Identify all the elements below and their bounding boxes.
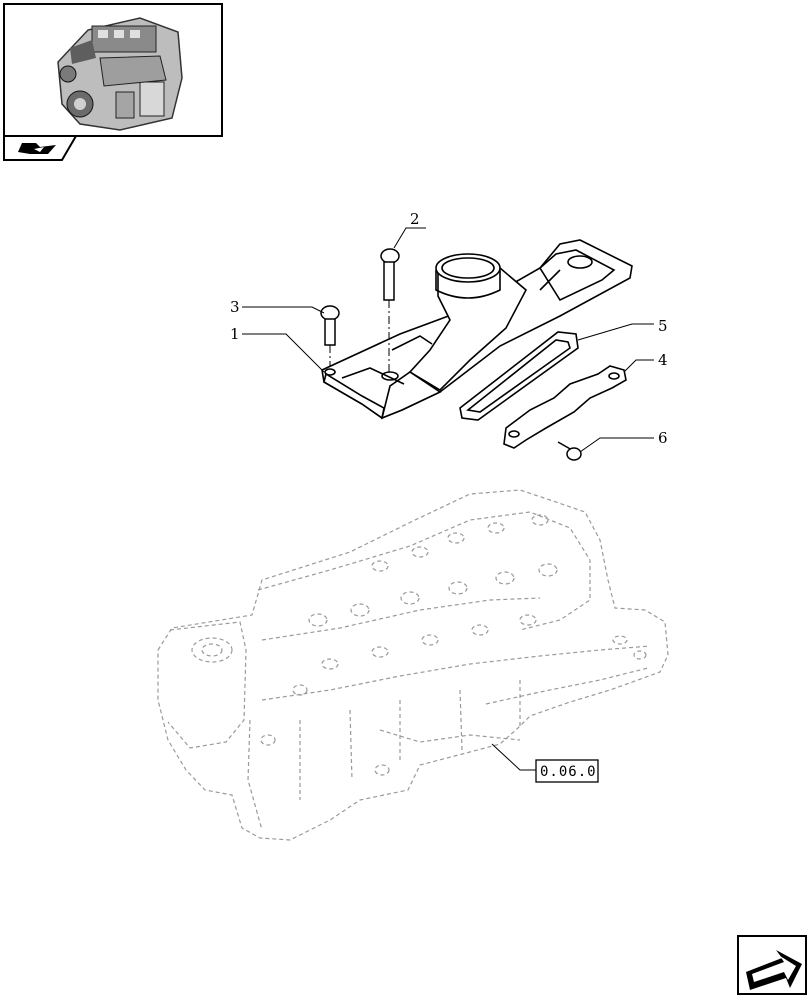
- callout-4: 4: [658, 351, 668, 369]
- callout-labels: 1 2 3 4 5 6: [230, 210, 668, 447]
- reference-label: 0.06.0: [540, 764, 597, 780]
- next-page-arrow-icon: [746, 950, 802, 990]
- previous-page-tab[interactable]: [3, 135, 78, 161]
- cylinder-head-ghost: [157, 489, 669, 841]
- callout-1: 1: [230, 325, 240, 343]
- next-page-button[interactable]: [737, 935, 807, 995]
- assembly-axis-lines: [329, 300, 390, 372]
- back-arrow-icon: [18, 143, 56, 154]
- intake-manifold-part-1: [321, 239, 633, 420]
- gasket-part-5: [459, 331, 579, 421]
- leader-lines: [242, 227, 654, 771]
- plate-part-4: [503, 365, 627, 449]
- callout-3: 3: [230, 298, 240, 316]
- callout-6: 6: [658, 429, 668, 447]
- bolt-part-3: [320, 305, 340, 346]
- bolt-part-2: [380, 248, 400, 301]
- callout-5: 5: [658, 317, 668, 335]
- reference-link-box[interactable]: 0.06.0: [535, 759, 599, 783]
- engine-thumbnail[interactable]: [3, 3, 223, 137]
- screw-part-6: [557, 441, 582, 461]
- engine-thumbnail-icon: [57, 17, 183, 131]
- callout-2: 2: [410, 210, 420, 228]
